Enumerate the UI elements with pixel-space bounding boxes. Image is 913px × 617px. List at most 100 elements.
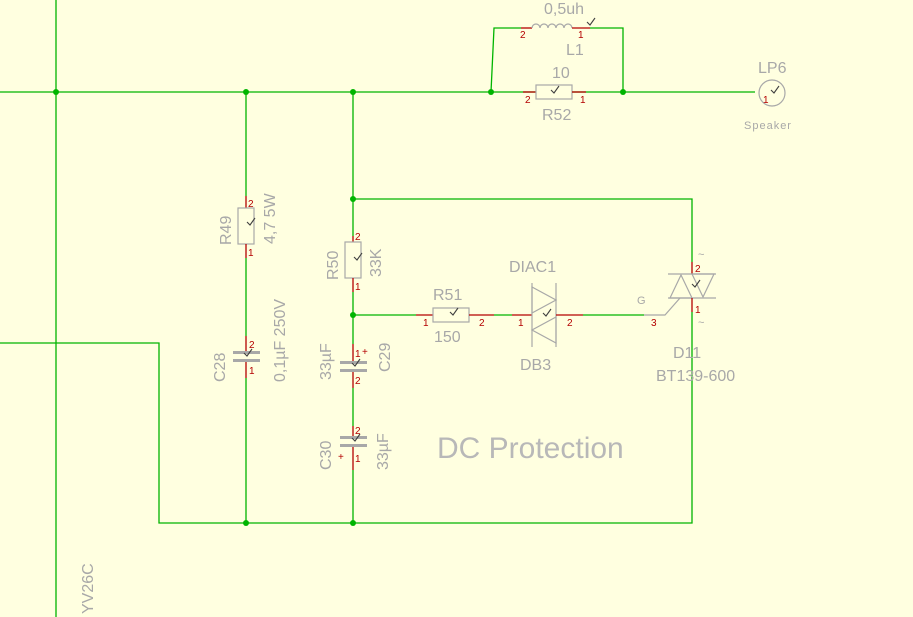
schematic-title: DC Protection bbox=[437, 432, 624, 465]
wire-triac-top[interactable] bbox=[353, 198, 693, 262]
c29-plate bbox=[340, 369, 367, 372]
c29-check-icon bbox=[351, 358, 361, 367]
d11-terminal-mark: ~ bbox=[698, 249, 704, 261]
c28-value: 0,1µF 250V bbox=[272, 299, 289, 382]
c30-check-icon bbox=[351, 433, 361, 442]
component-lp6[interactable]: 1 LP6 Speaker bbox=[744, 60, 792, 132]
c30-plate bbox=[340, 444, 367, 447]
junction-dot bbox=[350, 312, 356, 318]
r50-pin-2: 2 bbox=[355, 232, 361, 243]
diac1-triangle bbox=[530, 315, 557, 345]
lp6-pin-1: 1 bbox=[763, 95, 769, 106]
d11-triangle bbox=[669, 273, 693, 299]
r52-value: 10 bbox=[552, 65, 570, 82]
junction-dot bbox=[350, 89, 356, 95]
component-l1[interactable]: 2 1 0,5uh L1 bbox=[520, 1, 596, 59]
d11-check-icon bbox=[691, 279, 701, 288]
l1-pin-2: 2 bbox=[520, 30, 526, 41]
component-r52[interactable]: 2 1 10 R52 bbox=[523, 65, 586, 124]
component-c28[interactable]: 2 1 C28 0,1µF 250V bbox=[212, 299, 289, 382]
r52-check-icon bbox=[550, 85, 560, 94]
r51-value: 150 bbox=[434, 329, 461, 346]
lp6-value: Speaker bbox=[744, 120, 792, 132]
c30-value: 33µF bbox=[375, 433, 392, 470]
junction-dot bbox=[243, 89, 249, 95]
wire-l1-loop-right[interactable] bbox=[590, 27, 624, 92]
c28-plate bbox=[233, 359, 260, 362]
wires bbox=[0, 0, 755, 617]
d11-gate-label: G bbox=[637, 295, 646, 307]
d11-pin-3: 3 bbox=[651, 318, 657, 329]
component-r51[interactable]: 1 2 R51 150 bbox=[416, 287, 494, 346]
diac1-pin-1: 1 bbox=[518, 318, 524, 329]
junction-dot bbox=[620, 89, 626, 95]
c28-ref: C28 bbox=[212, 353, 229, 382]
component-d11[interactable]: 2 1 3 G ~ ~ D11 BT139-600 bbox=[637, 249, 735, 385]
c29-value: 33µF bbox=[318, 343, 335, 380]
d11-gate-lead bbox=[644, 297, 681, 316]
d11-value: BT139-600 bbox=[656, 368, 735, 385]
c28-plate bbox=[233, 351, 260, 354]
r52-ref: R52 bbox=[542, 107, 571, 124]
c28-pin-2: 2 bbox=[249, 340, 255, 351]
c30-plate bbox=[340, 436, 367, 439]
c29-polarity: + bbox=[362, 347, 368, 358]
c30-pin-1: 1 bbox=[355, 454, 361, 465]
l1-coil bbox=[531, 23, 573, 29]
r51-body bbox=[432, 307, 470, 323]
lp6-ref: LP6 bbox=[758, 60, 787, 77]
r50-check-icon bbox=[353, 252, 363, 261]
component-r50[interactable]: 2 1 R50 33K bbox=[325, 232, 385, 293]
r50-pin-1: 1 bbox=[355, 282, 361, 293]
r49-check-icon bbox=[246, 217, 256, 226]
r49-ref: R49 bbox=[218, 216, 235, 245]
d11-pin-1: 1 bbox=[695, 305, 701, 316]
l1-check-icon bbox=[586, 17, 596, 26]
c30-polarity: + bbox=[338, 452, 344, 463]
c29-plate bbox=[340, 361, 367, 364]
c29-pin-1: 1 bbox=[355, 349, 361, 360]
c30-ref: C30 bbox=[318, 441, 335, 470]
component-c29[interactable]: 1 2 + 33µF C29 bbox=[318, 343, 394, 388]
c28-check-icon bbox=[243, 348, 253, 357]
diac1-check-icon bbox=[542, 308, 552, 317]
junction-dot bbox=[350, 196, 356, 202]
r51-pin-2: 2 bbox=[479, 318, 485, 329]
r49-value: 4,7 5W bbox=[262, 192, 279, 244]
diac1-value: DB3 bbox=[520, 357, 551, 374]
r50-value: 33K bbox=[368, 248, 385, 277]
r49-pin-2: 2 bbox=[248, 199, 254, 210]
lp6-check-icon bbox=[770, 85, 780, 94]
junction-dot bbox=[350, 520, 356, 526]
component-r49[interactable]: 2 1 R49 4,7 5W bbox=[218, 192, 279, 259]
component-c30[interactable]: 2 1 + C30 33µF bbox=[318, 426, 392, 470]
r51-pin-1: 1 bbox=[423, 318, 429, 329]
junction-dot bbox=[243, 520, 249, 526]
d11-terminal-mark: ~ bbox=[698, 317, 704, 329]
l1-value: 0,5uh bbox=[544, 1, 584, 18]
r52-pin-1: 1 bbox=[580, 95, 586, 106]
r50-ref: R50 bbox=[325, 251, 342, 280]
junction-dot bbox=[53, 89, 59, 95]
diac1-pin-2: 2 bbox=[567, 318, 573, 329]
l1-ref: L1 bbox=[566, 42, 584, 59]
r50-body bbox=[344, 241, 362, 279]
r52-pin-2: 2 bbox=[525, 95, 531, 106]
diac1-ref: DIAC1 bbox=[509, 259, 556, 276]
d11-triangle bbox=[691, 273, 715, 299]
l1-pin-1: 1 bbox=[578, 30, 584, 41]
d11-pin-2: 2 bbox=[695, 264, 701, 275]
r51-check-icon bbox=[449, 307, 459, 316]
wire-bottom-rail[interactable] bbox=[0, 312, 693, 524]
r52-body bbox=[535, 84, 573, 100]
c28-pin-1: 1 bbox=[249, 366, 255, 377]
r51-ref: R51 bbox=[433, 287, 462, 304]
c29-ref: C29 bbox=[377, 343, 394, 372]
component-diac1[interactable]: 1 2 DIAC1 DB3 bbox=[509, 259, 583, 374]
r49-body bbox=[237, 207, 255, 245]
diac1-triangle bbox=[531, 285, 558, 315]
wire-l1-loop[interactable] bbox=[490, 27, 521, 93]
junctions bbox=[53, 89, 626, 526]
